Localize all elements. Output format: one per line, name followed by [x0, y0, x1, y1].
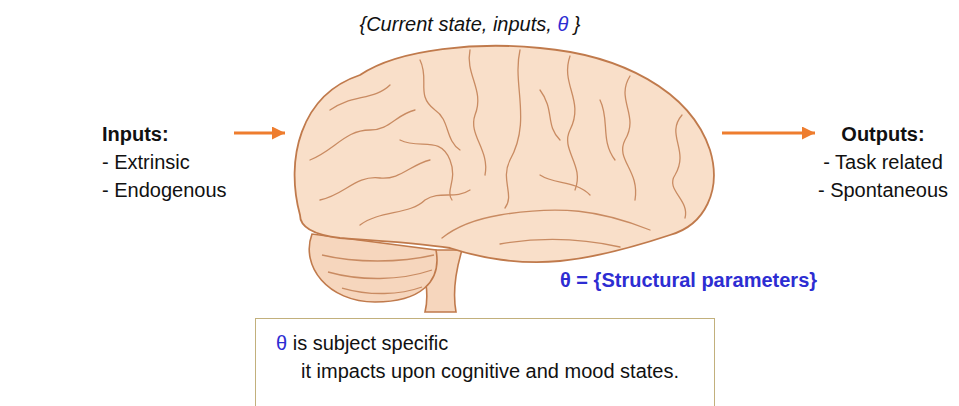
list-heading: Outputs: — [817, 120, 949, 148]
brain-gyrus — [540, 90, 560, 140]
brain-gyrus — [360, 190, 470, 225]
list-item: - Extrinsic — [102, 148, 228, 176]
parameter-label: θ = {Structural parameters} — [560, 268, 817, 292]
theta-symbol: θ — [557, 13, 568, 35]
list-item: - Task related — [817, 148, 949, 176]
brain-sulcus — [505, 50, 521, 208]
cerebellum-fold — [328, 270, 432, 279]
cerebellum-fold — [322, 255, 434, 261]
brain-gyrus — [540, 175, 590, 195]
list-item: - Spontaneous — [817, 176, 949, 204]
brain-node: {Current state, inputs, θ }θ = {Structur… — [285, 45, 718, 310]
flow-arrow — [234, 132, 285, 135]
brain-gyrus — [420, 60, 460, 150]
cerebrum-outline — [295, 46, 714, 262]
note-text: it impacts upon cognitive and mood state… — [256, 357, 694, 385]
output-list: Outputs:- Task related- Spontaneous — [815, 120, 951, 204]
list-heading: Inputs: — [102, 120, 228, 148]
list-item: - Endogenous — [102, 176, 228, 204]
note-box: θ is subject specificit impacts upon cog… — [255, 318, 715, 406]
brain-gyrus — [330, 85, 390, 110]
brain-gyrus — [623, 76, 636, 200]
state-label: {Current state, inputs, θ } — [360, 12, 581, 36]
brain-gyrus — [500, 239, 620, 247]
brain-gyrus — [400, 140, 453, 200]
brain-gyrus — [320, 160, 430, 200]
brain-gyrus — [568, 56, 578, 190]
brain-gyrus — [600, 100, 615, 160]
input-list: Inputs:- Extrinsic- Endogenous — [100, 120, 230, 204]
brain-gyrus — [469, 50, 486, 175]
connector-group — [234, 133, 815, 134]
flow-arrow — [722, 132, 815, 135]
brain-gyrus — [310, 110, 415, 160]
theta-symbol: θ — [276, 332, 287, 354]
cerebellum-fold — [342, 287, 422, 294]
note-text: θ is subject specific — [256, 329, 694, 357]
brain-gyrus — [673, 115, 686, 218]
cerebrum — [295, 46, 714, 262]
brain-gyri — [310, 50, 686, 247]
brain-fissure — [442, 210, 650, 238]
